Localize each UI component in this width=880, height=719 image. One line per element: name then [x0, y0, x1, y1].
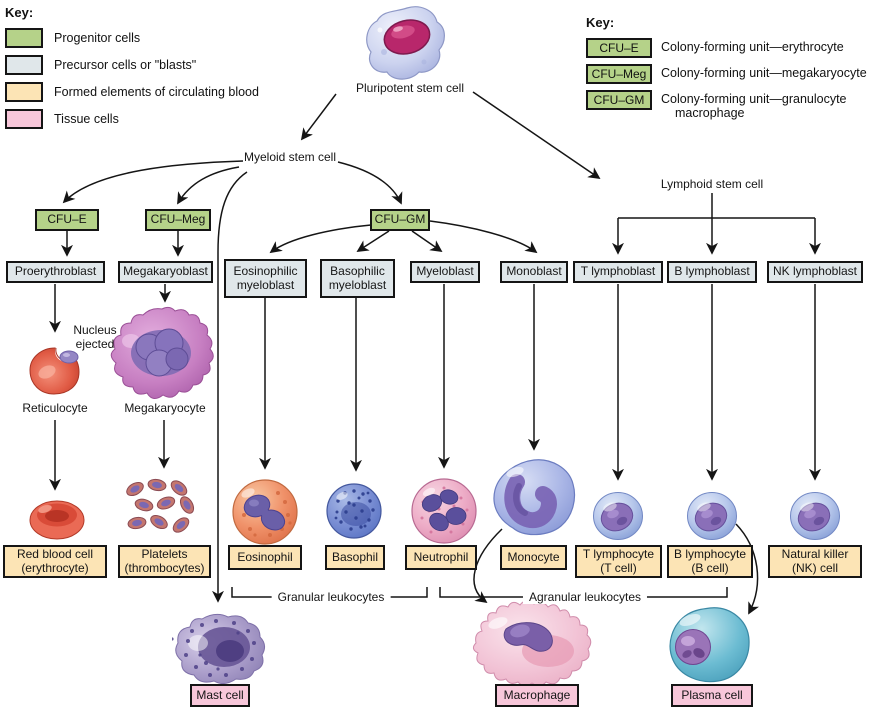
legend-item-cfu-meg: CFU–Meg Colony-forming unit—megakaryocyt…: [586, 64, 880, 84]
nucleus-ejected-label: Nucleus ejected: [73, 323, 117, 351]
macrophage-image: [472, 600, 592, 687]
monocyte-image: [493, 459, 576, 536]
pluripotent-stem-cell-image: [366, 6, 445, 80]
ejected-nucleus-image: [59, 350, 79, 364]
legend-label: Colony-forming unit—granulocyte macropha…: [661, 92, 847, 120]
node-t-lymphocyte: T lymphocyte (T cell): [575, 545, 662, 578]
node-megakaryoblast: Megakaryoblast: [118, 261, 213, 283]
node-b-lymphocyte: B lymphocyte (B cell): [667, 545, 753, 578]
formed-color-swatch: [5, 82, 43, 102]
node-natural-killer-cell: Natural killer (NK) cell: [768, 545, 862, 578]
node-proerythroblast: Proerythroblast: [6, 261, 105, 283]
node-neutrophil: Neutrophil: [405, 545, 477, 570]
legend-item-progenitor: Progenitor cells: [5, 28, 259, 48]
node-basophilic-myeloblast: Basophilic myeloblast: [320, 259, 395, 298]
plasma-cell-image: [669, 607, 750, 683]
legend-label: Tissue cells: [54, 112, 119, 126]
node-cfu-e: CFU–E: [35, 209, 99, 231]
legend-label: Colony-forming unit—megakaryocyte: [661, 66, 867, 80]
node-mast-cell: Mast cell: [190, 684, 250, 707]
node-cfu-meg: CFU–Meg: [145, 209, 211, 231]
megakaryocyte-image: [110, 306, 214, 399]
megakaryocyte-label: Megakaryocyte: [124, 401, 206, 415]
basophil-image: [326, 483, 382, 539]
legend-cell-types: Key: Progenitor cells Precursor cells or…: [5, 5, 259, 136]
legend-label: Progenitor cells: [54, 31, 141, 45]
tissue-color-swatch: [5, 109, 43, 129]
legend-item-precursor: Precursor cells or "blasts": [5, 55, 259, 75]
node-cfu-gm: CFU–GM: [370, 209, 430, 231]
legend-item-cfu-gm: CFU–GM Colony-forming unit—granulocyte m…: [586, 90, 880, 120]
node-plasma-cell: Plasma cell: [671, 684, 753, 707]
legend-label: Colony-forming unit—erythrocyte: [661, 40, 844, 54]
agranular-leukocytes-label: Agranular leukocytes: [522, 590, 648, 604]
node-myeloblast: Myeloblast: [410, 261, 480, 283]
lymphoid-stem-cell-label: Lymphoid stem cell: [660, 177, 764, 191]
node-monoblast: Monoblast: [500, 261, 568, 283]
legend-item-formed: Formed elements of circulating blood: [5, 82, 259, 102]
node-basophil: Basophil: [325, 545, 385, 570]
node-eosinophilic-myeloblast: Eosinophilic myeloblast: [224, 259, 307, 298]
nk-cell-image: [790, 492, 840, 540]
legend-title: Key:: [5, 5, 34, 20]
legend-label: Precursor cells or "blasts": [54, 58, 197, 72]
cfu-gm-chip: CFU–GM: [586, 90, 652, 110]
myeloid-stem-cell-label: Myeloid stem cell: [243, 150, 337, 164]
red-blood-cell-image: [29, 500, 85, 540]
node-nk-lymphoblast: NK lymphoblast: [767, 261, 863, 283]
platelets-image: [126, 478, 195, 533]
pluripotent-stem-cell-label: Pluripotent stem cell: [355, 81, 465, 95]
precursor-color-swatch: [5, 55, 43, 75]
node-b-lymphoblast: B lymphoblast: [667, 261, 757, 283]
t-lymphocyte-image: [593, 492, 643, 540]
node-macrophage: Macrophage: [495, 684, 579, 707]
node-monocyte: Monocyte: [500, 545, 567, 570]
legend-title: Key:: [586, 15, 615, 30]
node-red-blood-cell: Red blood cell (erythrocyte): [3, 545, 107, 578]
eosinophil-image: [232, 479, 298, 545]
legend-cfu: Key: CFU–E Colony-forming unit—erythrocy…: [586, 15, 880, 126]
reticulocyte-label: Reticulocyte: [22, 401, 88, 415]
mast-cell-image: [172, 613, 266, 685]
granular-leukocytes-label: Granular leukocytes: [271, 590, 391, 604]
node-platelets: Platelets (thrombocytes): [118, 545, 211, 578]
progenitor-color-swatch: [5, 28, 43, 48]
node-eosinophil: Eosinophil: [228, 545, 302, 570]
legend-item-tissue: Tissue cells: [5, 109, 259, 129]
node-t-lymphoblast: T lymphoblast: [573, 261, 663, 283]
b-lymphocyte-image: [687, 492, 737, 540]
cfu-e-chip: CFU–E: [586, 38, 652, 58]
neutrophil-image: [411, 478, 477, 544]
legend-label: Formed elements of circulating blood: [54, 85, 259, 99]
legend-item-cfu-e: CFU–E Colony-forming unit—erythrocyte: [586, 38, 880, 58]
cfu-meg-chip: CFU–Meg: [586, 64, 652, 84]
